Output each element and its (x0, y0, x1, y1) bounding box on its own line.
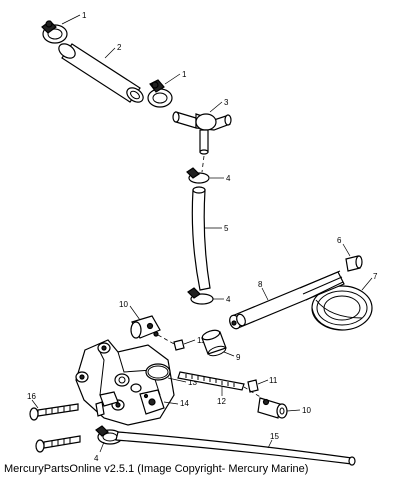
part-12-rod[interactable] (177, 371, 245, 391)
part-2-hose[interactable] (56, 41, 146, 105)
part-9-sleeve[interactable] (201, 328, 227, 357)
callout-5: 5 (224, 224, 229, 233)
callout-6: 6 (337, 236, 342, 245)
callout-9: 9 (236, 353, 241, 362)
callout-14: 14 (180, 399, 189, 408)
callout-15: 15 (270, 432, 279, 441)
callout-2: 2 (117, 43, 122, 52)
part-7-seal[interactable] (311, 285, 373, 331)
callout-1a: 1 (82, 11, 87, 20)
callout-8: 8 (258, 280, 263, 289)
part-11-nut-lower[interactable] (247, 379, 259, 393)
callout-11b: 11 (269, 376, 278, 385)
part-16-bolt[interactable] (29, 403, 79, 421)
callout-16: 16 (27, 392, 36, 401)
callout-4c: 4 (94, 454, 99, 463)
part-3-tee-fitting[interactable] (172, 111, 232, 155)
callout-7: 7 (373, 272, 378, 281)
part-13-o-ring[interactable] (145, 363, 171, 381)
callout-11a: 11 (197, 336, 206, 345)
callout-3: 3 (224, 98, 229, 107)
part-10-connector-lower[interactable] (243, 386, 288, 419)
part-11-nut-upper[interactable] (173, 339, 185, 351)
part-16-bolt-lower[interactable] (35, 435, 81, 453)
callout-13: 13 (188, 378, 197, 387)
callout-4b: 4 (226, 295, 231, 304)
part-10-connector-upper[interactable] (130, 315, 161, 339)
part-14-cover[interactable] (139, 389, 165, 415)
part-15-hose[interactable] (115, 431, 356, 466)
part-8-shaft[interactable] (228, 270, 345, 330)
callout-12: 12 (217, 397, 226, 406)
part-5-hose[interactable] (191, 186, 211, 291)
part-6-bushing[interactable] (345, 255, 363, 272)
part-1-clamp-lower[interactable] (147, 79, 173, 108)
image-caption: MercuryPartsOnline v2.5.1 (Image Copyrig… (4, 463, 309, 475)
callout-4a: 4 (226, 174, 231, 183)
callout-1b: 1 (182, 70, 187, 79)
part-1-clamp-top[interactable] (41, 20, 68, 44)
part-4-clamp-upper[interactable] (186, 167, 210, 184)
pump-body-assembly[interactable] (75, 339, 175, 426)
callout-10b: 10 (302, 406, 311, 415)
callout-10a: 10 (119, 300, 128, 309)
